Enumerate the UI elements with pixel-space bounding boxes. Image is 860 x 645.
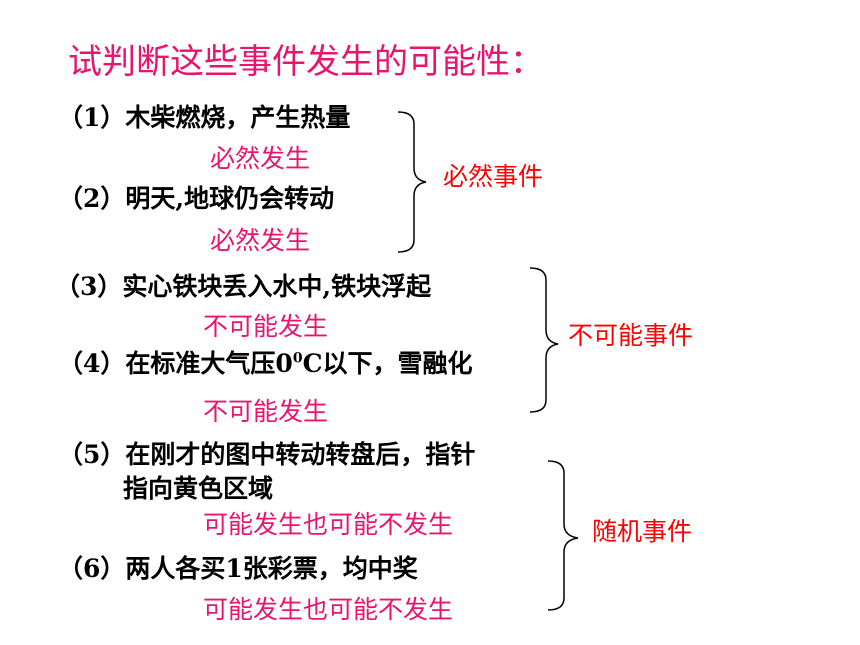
- category-random: 随机事件: [592, 517, 693, 546]
- event-item-1: （1）木柴燃烧，产生热量: [58, 98, 350, 134]
- event-item-3: （3）实心铁块丢入水中,铁块浮起: [55, 267, 431, 303]
- answer-6: 可能发生也可能不发生: [203, 595, 454, 624]
- answer-1: 必然发生: [210, 144, 311, 173]
- brace-certain: [397, 111, 427, 253]
- brace-impossible: [529, 267, 559, 413]
- item-text: 实心铁块丢入水中,铁块浮起: [122, 272, 432, 301]
- item-text-part2: C以下，雪融化: [302, 349, 473, 378]
- answer-3: 不可能发生: [203, 312, 329, 341]
- item-number: （4）: [58, 349, 126, 378]
- answer-4: 不可能发生: [203, 397, 329, 426]
- item-text-superscript: 0: [292, 350, 303, 367]
- event-item-6: （6）两人各买1张彩票，均中奖: [58, 549, 418, 585]
- event-item-5-line2: 指向黄色区域: [123, 474, 274, 503]
- item-number: （2）: [58, 184, 126, 213]
- event-item-2: （2）明天,地球仍会转动: [58, 179, 334, 215]
- item-text: 木柴燃烧，产生热量: [125, 103, 351, 132]
- item-number: （5）: [58, 440, 126, 469]
- item-number: （1）: [58, 103, 126, 132]
- item-text-part1: 在标准大气压0: [125, 349, 293, 378]
- slide-title: 试判断这些事件发生的可能性：: [68, 42, 544, 82]
- category-certain: 必然事件: [443, 162, 544, 191]
- event-item-4: （4）在标准大气压00C以下，雪融化: [58, 344, 472, 380]
- brace-random: [547, 460, 579, 611]
- item-number: （6）: [58, 554, 126, 583]
- item-text: 两人各买1张彩票，均中奖: [125, 554, 418, 583]
- item-text: 在刚才的图中转动转盘后，指针: [125, 440, 476, 469]
- event-item-5: （5）在刚才的图中转动转盘后，指针: [58, 435, 475, 471]
- answer-5: 可能发生也可能不发生: [203, 510, 454, 539]
- category-impossible: 不可能事件: [568, 321, 694, 350]
- item-text: 明天,地球仍会转动: [125, 184, 335, 213]
- item-number: （3）: [55, 272, 123, 301]
- answer-2: 必然发生: [210, 226, 311, 255]
